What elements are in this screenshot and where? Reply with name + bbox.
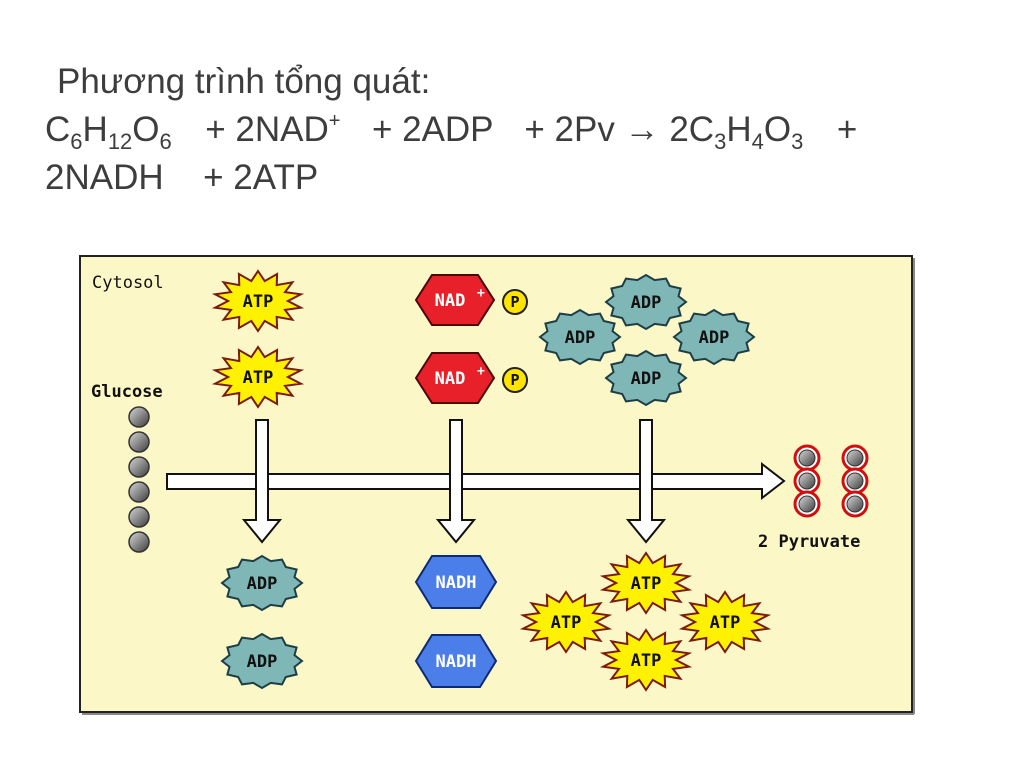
- nad-input-1-charge: +: [477, 286, 485, 301]
- atp-output-2-label: ATP: [551, 613, 582, 633]
- atp-output-1-label: ATP: [631, 574, 662, 594]
- atp-output-2: ATP: [519, 590, 613, 654]
- glucose-bead: [128, 406, 150, 428]
- nadh-output-2: NADH: [414, 634, 498, 688]
- glucose-bead: [128, 431, 150, 453]
- adp-input-3: ADP: [672, 308, 756, 366]
- equation-line-2: 2NADH + 2ATP: [45, 154, 1005, 202]
- adp-input-3-label: ADP: [699, 328, 730, 348]
- glucose-bead: [128, 456, 150, 478]
- pyruvate-bead: [798, 449, 816, 467]
- nad-input-1-phosphate-label: P: [510, 293, 519, 311]
- adp-output-2: ADP: [220, 632, 304, 690]
- nad-input-1: NAD + P: [414, 274, 528, 326]
- adp-output-2-label: ADP: [247, 652, 278, 672]
- atp-output-4-label: ATP: [631, 651, 662, 671]
- pyruvate-chains: [793, 444, 869, 518]
- nadh-term: 2NADH: [45, 158, 164, 197]
- pyruvate-bead: [846, 449, 864, 467]
- nad-input-2-phosphate-label: P: [510, 371, 519, 389]
- pyruvate-label: 2 Pyruvate: [758, 532, 860, 552]
- adp-input-1: ADP: [604, 273, 688, 331]
- pv-term: + 2Pv: [524, 110, 615, 149]
- glucose-bead: [128, 531, 150, 553]
- pyruvate-bead: [846, 472, 864, 490]
- glucose-bead: [128, 506, 150, 528]
- adp-input-4: ADP: [604, 349, 688, 407]
- adp-input-1-label: ADP: [631, 293, 662, 313]
- atp-output-3-label: ATP: [710, 613, 741, 633]
- adp-output-1: ADP: [220, 554, 304, 612]
- nadh-output-1-label: NADH: [436, 573, 477, 593]
- atp-input-2: ATP: [211, 345, 305, 409]
- cytosol-label: Cytosol: [92, 273, 164, 293]
- adp-input-2-label: ADP: [565, 328, 596, 348]
- nad-input-1-phosphate: [502, 289, 528, 315]
- glucose-label: Glucose: [91, 382, 163, 402]
- glucose-bead: [128, 481, 150, 503]
- nad-input-2-label: NAD: [435, 369, 466, 389]
- glucose-chain: [128, 406, 150, 553]
- pyruvate-formula: 2C3H4O3: [669, 110, 804, 154]
- nad-input-1-label: NAD: [435, 291, 466, 311]
- nad-input-2: NAD + P: [414, 352, 528, 404]
- reaction-arrow: →: [624, 110, 660, 149]
- atp-term: + 2ATP: [203, 158, 319, 197]
- molecules: ATP ATP NAD + P NAD + P ADP ADP ADP ADP ADP ADP NADH NA…: [211, 269, 772, 692]
- nad-term: + 2NAD+: [205, 110, 341, 149]
- atp-input-1: ATP: [211, 269, 305, 333]
- pyruvate-bead: [798, 495, 816, 513]
- atp-output-3: ATP: [678, 590, 772, 654]
- adp-input-2: ADP: [538, 308, 622, 366]
- nad-input-2-charge: +: [477, 364, 485, 379]
- pyruvate-bead: [798, 472, 816, 490]
- atp-output-1: ATP: [599, 551, 693, 615]
- pyruvate-bead: [846, 495, 864, 513]
- equation-heading: Phương trình tổng quát: C6H12O6 + 2NAD+ …: [45, 58, 1005, 202]
- nadh-output-1: NADH: [414, 555, 498, 609]
- equation-title: Phương trình tổng quát:: [57, 62, 431, 101]
- atp-output-4: ATP: [599, 628, 693, 692]
- nadh-output-2-label: NADH: [436, 652, 477, 672]
- atp-input-1-label: ATP: [243, 292, 274, 312]
- equation-line: C6H12O6 + 2NAD+ + 2ADP + 2Pv → 2C3H4O3 +: [45, 106, 1005, 154]
- atp-input-2-label: ATP: [243, 368, 274, 388]
- adp-input-4-label: ADP: [631, 369, 662, 389]
- glucose-formula: C6H12O6: [45, 110, 172, 154]
- nad-input-2-phosphate: [502, 367, 528, 393]
- adp-term: + 2ADP: [371, 110, 493, 149]
- down-arrow-nad: [435, 419, 477, 544]
- plus-sign: +: [836, 110, 858, 149]
- down-arrow-adp: [625, 419, 667, 544]
- adp-output-1-label: ADP: [247, 574, 278, 594]
- down-arrow-atp: [241, 419, 283, 544]
